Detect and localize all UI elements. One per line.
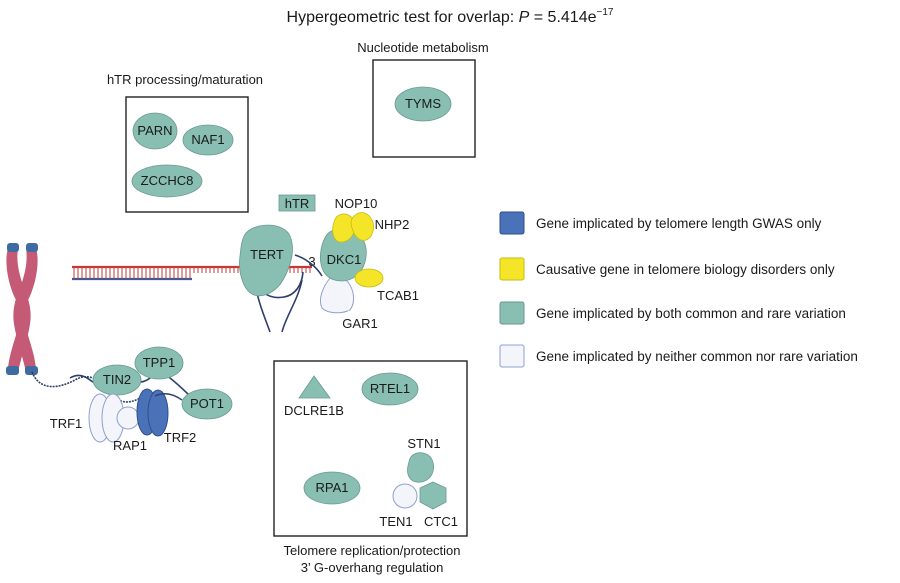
nucleotide-box <box>372 59 476 158</box>
gene-CTC1: CTC1 <box>419 481 458 529</box>
svg-text:TEN1: TEN1 <box>379 514 412 529</box>
svg-text:ZCCHC8: ZCCHC8 <box>141 173 194 188</box>
svg-text:NOP10: NOP10 <box>335 196 378 211</box>
hTR-processing-box <box>125 96 249 213</box>
gene-TEN1: TEN1 <box>379 483 418 529</box>
svg-text:hTR: hTR <box>285 196 310 211</box>
legend-item-both: Gene implicated by both common and rare … <box>499 301 846 325</box>
svg-text:TERT: TERT <box>250 247 284 262</box>
legend-item-neither: Gene implicated by neither common nor ra… <box>499 344 858 368</box>
protein-TIN2: TIN2 <box>92 364 142 396</box>
legend-item-gwas-only: Gene implicated by telomere length GWAS … <box>499 211 822 235</box>
shelterin-complex: TPP1 TIN2 POT1 TRF1 RAP1 TRF2 <box>50 346 233 453</box>
svg-text:CTC1: CTC1 <box>424 514 458 529</box>
hTR-label: hTR <box>278 194 316 212</box>
hTR-processing-label: hTR processing/maturation <box>107 72 263 87</box>
gene-ZCCHC8: ZCCHC8 <box>131 164 203 198</box>
protein-GAR1: GAR1 <box>319 276 378 331</box>
protein-TRF2: TRF2 <box>136 388 197 445</box>
svg-text:TCAB1: TCAB1 <box>377 288 419 303</box>
protein-POT1: POT1 <box>181 388 233 420</box>
svg-text:TRF1: TRF1 <box>50 416 83 431</box>
svg-text:Gene implicated by telomere le: Gene implicated by telomere length GWAS … <box>536 216 822 231</box>
svg-text:GAR1: GAR1 <box>342 316 377 331</box>
gene-NAF1: NAF1 <box>182 124 234 156</box>
svg-text:TIN2: TIN2 <box>103 372 131 387</box>
svg-text:NHP2: NHP2 <box>375 217 410 232</box>
svg-text:Causative gene in telomere bio: Causative gene in telomere biology disor… <box>536 262 835 277</box>
protein-TPP1: TPP1 <box>134 346 184 380</box>
gene-TYMS: TYMS <box>394 86 452 122</box>
legend-item-tbd-only: Causative gene in telomere biology disor… <box>499 257 835 281</box>
protein-DKC1: DKC1 <box>320 228 367 282</box>
gene-DCLRE1B: DCLRE1B <box>284 375 344 418</box>
svg-text:DCLRE1B: DCLRE1B <box>284 403 344 418</box>
telomere-replication-label-1: Telomere replication/protection <box>283 543 460 558</box>
gene-PARN: PARN <box>132 112 178 150</box>
svg-text:RPA1: RPA1 <box>316 480 349 495</box>
svg-text:RTEL1: RTEL1 <box>370 381 410 396</box>
svg-text:PARN: PARN <box>137 123 172 138</box>
svg-text:Gene implicated by neither com: Gene implicated by neither common nor ra… <box>536 349 858 364</box>
telomere-replication-label-2: 3’ G-overhang regulation <box>301 560 444 575</box>
protein-TRF1: TRF1 <box>50 393 125 443</box>
svg-text:Gene implicated by both common: Gene implicated by both common and rare … <box>536 306 846 321</box>
telomerase-complex: TERT hTR GAR1 DKC1 NOP10 NHP2 TCAB1 <box>239 194 419 333</box>
svg-text:TRF2: TRF2 <box>164 430 197 445</box>
svg-text:TPP1: TPP1 <box>143 355 176 370</box>
three-prime-label: 3 <box>308 254 315 269</box>
protein-TERT: TERT <box>239 224 293 297</box>
svg-text:RAP1: RAP1 <box>113 438 147 453</box>
nucleotide-label: Nucleotide metabolism <box>357 40 489 55</box>
svg-text:STN1: STN1 <box>407 436 440 451</box>
legend: Gene implicated by telomere length GWAS … <box>499 211 858 368</box>
telomere-replication-box <box>273 360 468 537</box>
diagram-title: Hypergeometric test for overlap: P = 5.4… <box>287 7 614 26</box>
protein-NHP2: NHP2 <box>350 212 410 241</box>
protein-TCAB1: TCAB1 <box>354 268 419 303</box>
gene-RTEL1: RTEL1 <box>361 372 419 406</box>
gene-STN1: STN1 <box>407 436 441 483</box>
gene-RPA1: RPA1 <box>303 471 361 505</box>
svg-text:TYMS: TYMS <box>405 96 441 111</box>
svg-text:DKC1: DKC1 <box>327 252 362 267</box>
chromosome-icon <box>6 243 38 375</box>
protein-NOP10: NOP10 <box>332 196 378 243</box>
svg-text:NAF1: NAF1 <box>191 132 224 147</box>
svg-text:POT1: POT1 <box>190 396 224 411</box>
